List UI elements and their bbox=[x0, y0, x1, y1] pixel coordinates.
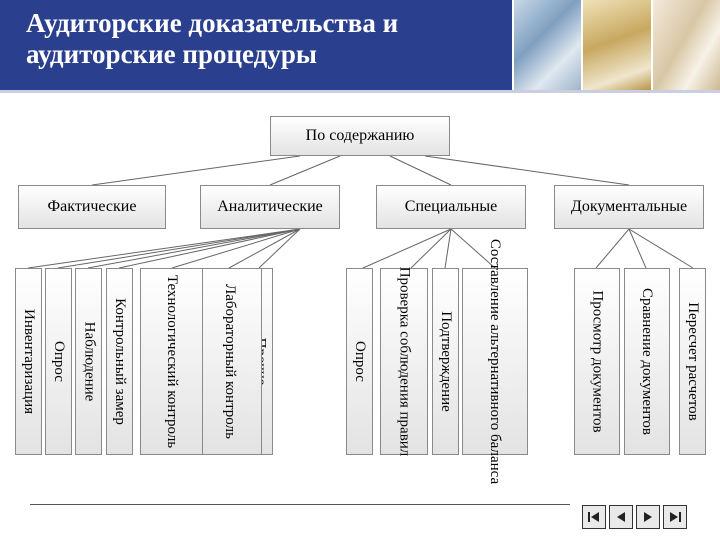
connector-cat1-leaf bbox=[27, 228, 301, 269]
slide-header: Аудиторские доказательства и аудиторские… bbox=[0, 0, 720, 90]
leaf-observation: Наблюдение bbox=[75, 268, 102, 455]
connector-cat4-leaf bbox=[628, 228, 694, 269]
leaf-rules-check: Проверка соблюдения правил bbox=[380, 267, 428, 456]
connector-root-cat3 bbox=[389, 155, 452, 186]
leaf-survey-factual: Опрос bbox=[45, 268, 72, 455]
connector-cat3-leaf bbox=[410, 228, 452, 269]
connector-cat1-leaf bbox=[258, 228, 301, 269]
connector-cat1-leaf bbox=[228, 228, 301, 269]
last-slide-button[interactable] bbox=[663, 505, 687, 529]
previous-slide-button[interactable] bbox=[609, 505, 633, 529]
leaf-tech-control: Технологический контроль bbox=[140, 268, 203, 455]
header-photo-strip bbox=[512, 0, 720, 90]
header-photo-calculator bbox=[512, 0, 582, 90]
connector-root-cat2 bbox=[269, 155, 341, 186]
leaf-control-measure: Контрольный замер bbox=[106, 268, 133, 455]
header-photo-coins bbox=[581, 0, 651, 90]
slide-navigation bbox=[582, 505, 687, 529]
leaf-doc-review: Просмотр документов bbox=[574, 268, 620, 455]
leaf-recalculation: Пересчет расчетов bbox=[679, 268, 706, 455]
leaf-survey-special: Опрос bbox=[346, 268, 373, 455]
leaf-inventory: Инвентаризация bbox=[15, 268, 42, 455]
leaf-doc-comparison: Сравнение документов bbox=[624, 268, 670, 455]
header-divider bbox=[0, 90, 720, 93]
connector-cat1-leaf bbox=[57, 228, 301, 269]
leaf-confirmation: Подтверждение bbox=[432, 268, 459, 455]
header-photo-pen bbox=[650, 0, 720, 90]
category-special: Специальные bbox=[376, 185, 526, 229]
connector-root-cat4 bbox=[424, 155, 630, 186]
connector-cat1-leaf bbox=[87, 228, 301, 269]
leaf-lab-control: Лабораторный контроль bbox=[196, 268, 262, 455]
category-factual: Фактические bbox=[18, 185, 166, 229]
first-slide-icon bbox=[588, 512, 599, 522]
last-slide-icon bbox=[670, 512, 681, 522]
next-slide-icon bbox=[644, 512, 652, 522]
connector-cat1-leaf bbox=[118, 228, 301, 269]
root-node: По содержанию bbox=[270, 116, 450, 156]
first-slide-button[interactable] bbox=[582, 505, 606, 529]
category-analytical: Аналитические bbox=[200, 185, 340, 229]
slide-title: Аудиторские доказательства и аудиторские… bbox=[26, 8, 399, 69]
connector-root-cat1 bbox=[91, 155, 301, 186]
connector-cat4-leaf bbox=[595, 228, 630, 269]
connector-cat3-leaf bbox=[444, 228, 452, 269]
connector-cat3-leaf bbox=[362, 228, 452, 269]
previous-slide-icon bbox=[617, 512, 625, 522]
connector-cat1-leaf bbox=[171, 228, 301, 269]
category-documentary: Документальные bbox=[554, 185, 704, 229]
footer-divider bbox=[30, 504, 570, 505]
next-slide-button[interactable] bbox=[636, 505, 660, 529]
connector-cat3-leaf bbox=[450, 228, 496, 269]
leaf-alt-balance: Составление альтернативного баланса bbox=[462, 239, 528, 484]
connector-cat4-leaf bbox=[628, 228, 647, 269]
